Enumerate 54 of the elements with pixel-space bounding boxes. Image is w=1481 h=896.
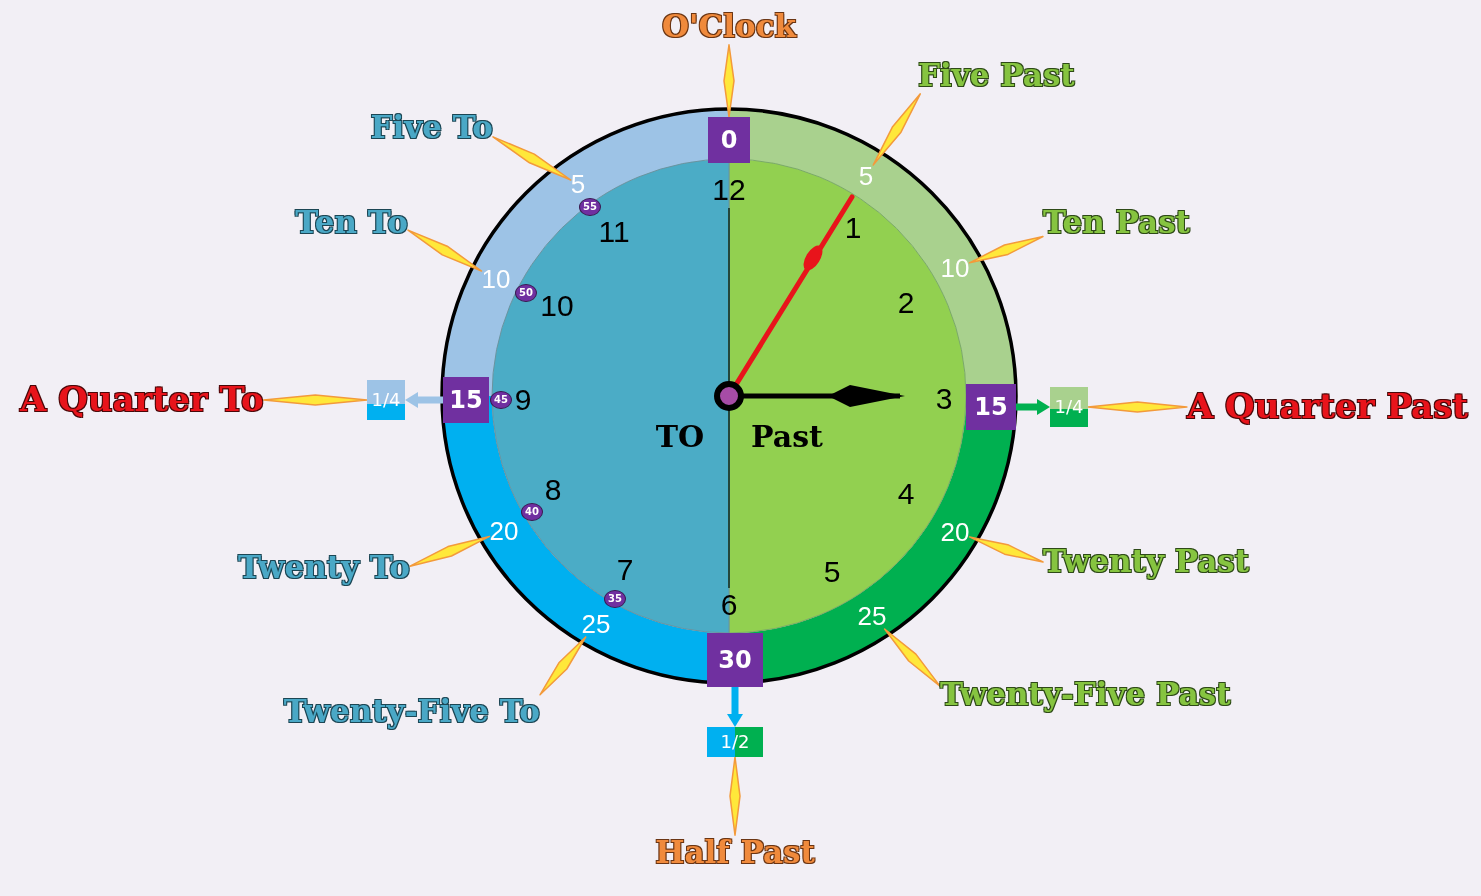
minute-number: 20 [940, 519, 970, 545]
phrase-label: O'Clock [662, 9, 796, 45]
minute-number: 5 [858, 163, 874, 189]
leader-line [407, 229, 483, 272]
hour-number: 1 [844, 213, 862, 243]
leader-line [968, 235, 1044, 264]
minute-marker-box: 15 [966, 384, 1016, 430]
phrase-label: Five Past [918, 58, 1075, 94]
phrase-label: Twenty To [238, 550, 410, 586]
hour-number: 2 [897, 288, 915, 318]
minute-number: 20 [489, 518, 519, 544]
leader-line [492, 136, 572, 181]
leader-line [729, 756, 741, 836]
fraction-box: 1/2 [707, 727, 763, 757]
phrase-label: Twenty-Five To [283, 694, 540, 730]
hour-number: 3 [935, 384, 953, 414]
phrase-label: Twenty Past [1043, 544, 1250, 580]
phrase-label: Twenty-Five Past [940, 677, 1231, 713]
hour-number: 11 [598, 217, 630, 247]
phrase-label: Ten To [295, 205, 408, 241]
half-label: Past [751, 422, 823, 452]
minute-marker-box: 30 [707, 633, 763, 687]
phrase-label: Five To [370, 110, 493, 146]
arrow [727, 687, 743, 727]
minute-number: 25 [857, 603, 887, 629]
leader-line [723, 44, 735, 118]
hour-number: 7 [616, 555, 634, 585]
minute-number: 25 [581, 611, 611, 637]
leader-line [539, 636, 587, 696]
arrow [1016, 399, 1050, 415]
leader-line [409, 535, 491, 567]
hour-number: 5 [823, 557, 841, 587]
minute-number: 5 [570, 171, 586, 197]
leader-line [883, 628, 941, 687]
hour-number: 4 [897, 479, 915, 509]
minute-marker-box: 0 [708, 117, 750, 163]
leader-line [872, 93, 922, 166]
leader-line [968, 536, 1044, 563]
hour-number: 8 [544, 475, 562, 505]
minute-marker-box: 15 [443, 377, 489, 423]
hour-number: 12 [712, 175, 746, 205]
leader-line [262, 394, 368, 406]
phrase-label: A Quarter Past [1186, 387, 1468, 427]
phrase-label: Half Past [655, 835, 815, 871]
phrase-label: A Quarter To [20, 380, 264, 420]
hour-number: 10 [540, 291, 574, 321]
minute-number: 10 [940, 255, 970, 281]
hour-number: 6 [720, 590, 738, 620]
arrow [405, 392, 443, 408]
phrase-label: Ten Past [1043, 205, 1190, 241]
leader-line [1087, 401, 1188, 413]
minute-number: 10 [481, 266, 511, 292]
hour-number: 9 [514, 385, 532, 415]
half-label: TO [655, 422, 705, 452]
